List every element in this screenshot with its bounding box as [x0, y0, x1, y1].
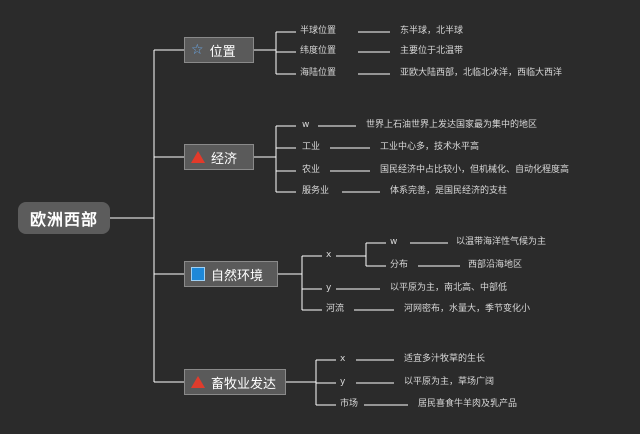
branch-livestock[interactable]: 畜牧业发达 [184, 369, 286, 395]
economy-industry-value: 工业中心多，技术水平高 [380, 142, 480, 152]
livestock-market-key: 市场 [340, 399, 359, 409]
environment-climate-value: 以温带海洋性气候为主 [456, 237, 547, 247]
environment-distribution-key: 分布 [390, 260, 409, 270]
livestock-y-key: y [340, 377, 346, 387]
location-hemisphere-key: 半球位置 [300, 26, 337, 36]
environment-y-key: y [326, 283, 332, 293]
environment-x-key: x [326, 250, 332, 260]
location-sea-land-key: 海陆位置 [300, 68, 337, 78]
branch-economy[interactable]: 经济 [184, 144, 254, 170]
economy-agriculture-value: 国民经济中占比较小，但机械化、自动化程度高 [380, 165, 570, 175]
location-latitude-key: 纬度位置 [300, 46, 337, 56]
livestock-market-value: 居民喜食牛羊肉及乳产品 [418, 399, 518, 409]
economy-w-key: w [302, 120, 310, 130]
environment-climate-key: w [390, 237, 398, 247]
economy-service-key: 服务业 [302, 186, 330, 196]
branch-livestock-label: 畜牧业发达 [211, 376, 277, 392]
environment-terrain-value: 以平原为主，南北高、中部低 [390, 283, 508, 293]
livestock-x-value: 适宜多汁牧草的生长 [404, 354, 486, 364]
livestock-y-value: 以平原为主，草场广阔 [404, 377, 495, 387]
location-hemisphere-value: 东半球，北半球 [400, 26, 464, 36]
branch-location[interactable]: ☆ 位置 [184, 37, 254, 63]
economy-service-value: 体系完善，是国民经济的支柱 [390, 186, 508, 196]
branch-natural-environment[interactable]: 自然环境 [184, 261, 278, 287]
environment-river-key: 河流 [326, 304, 345, 314]
branch-natural-environment-label: 自然环境 [211, 268, 264, 284]
branch-location-label: 位置 [209, 44, 236, 60]
environment-distribution-value: 西部沿海地区 [468, 260, 523, 270]
economy-agriculture-key: 农业 [302, 165, 321, 175]
root-topic-label: 欧洲西部 [29, 210, 98, 229]
economy-industry-key: 工业 [302, 142, 321, 152]
root-topic[interactable]: 欧洲西部 [18, 202, 110, 234]
red-triangle-icon [191, 151, 205, 163]
environment-river-value: 河网密布，水量大，季节变化小 [404, 304, 531, 314]
location-latitude-value: 主要位于北温带 [400, 46, 464, 56]
branch-economy-label: 经济 [211, 151, 238, 167]
star-icon: ☆ [191, 42, 204, 58]
livestock-x-key: x [340, 354, 346, 364]
economy-w-value: 世界上石油世界上发达国家最为集中的地区 [366, 120, 538, 130]
location-sea-land-value: 亚欧大陆西部，北临北冰洋，西临大西洋 [400, 68, 563, 78]
red-triangle-icon [191, 376, 205, 388]
blue-square-icon [191, 267, 205, 281]
